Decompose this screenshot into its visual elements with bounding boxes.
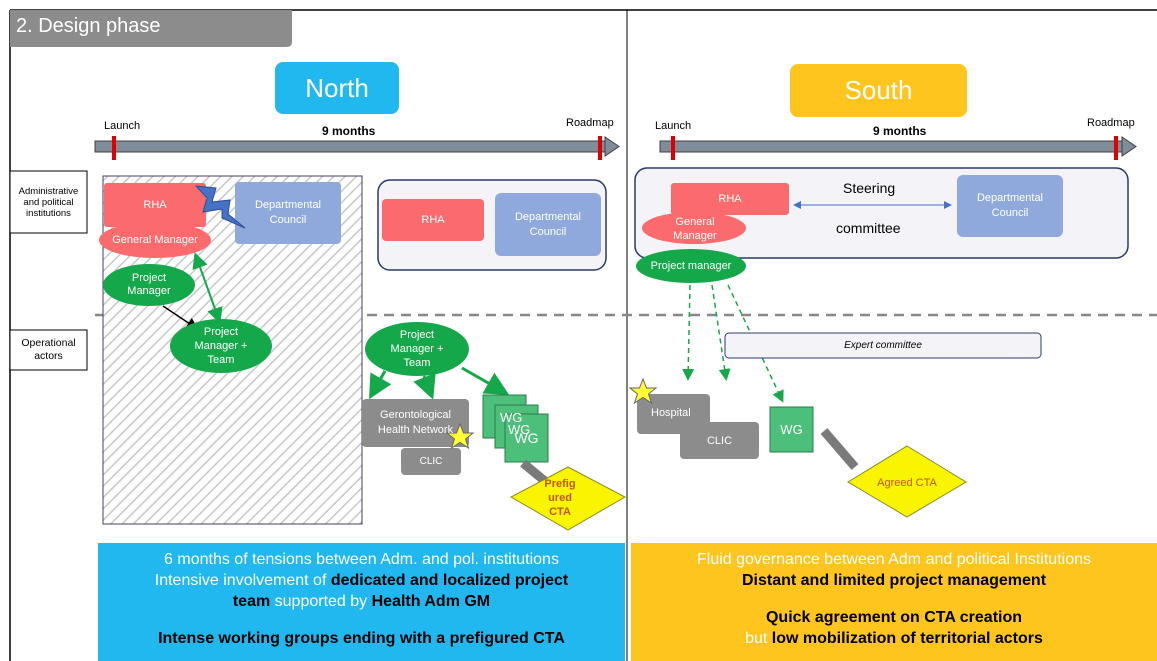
south-steering-label: Steering (843, 180, 896, 196)
south-hospital-label: Hospital (651, 407, 691, 419)
south-clic-label: CLIC (706, 434, 733, 447)
north-general-manager-label: General Manager (112, 234, 198, 246)
admin-row-box (9, 170, 88, 234)
north-pm-team-1-label: Project Manager + Team (194, 326, 248, 366)
north-wg-mid-label: WG (508, 422, 531, 437)
operational-row-label: Operational actors (21, 337, 76, 362)
north-project-manager-label: Project Manager (127, 272, 171, 297)
north-summary-line4: Intense working groups ending with a pre… (158, 630, 565, 647)
north-roadmap-label: Roadmap (566, 117, 614, 129)
north-network-box (362, 399, 469, 447)
north-council-right-box (495, 193, 601, 256)
operational-row-box (9, 329, 88, 371)
south-grey-arrow (820, 428, 859, 470)
south-clic-box (680, 422, 759, 459)
south-summary-line4-b: low mobilization of territorial actors (771, 630, 1043, 647)
lightning-icon (194, 185, 246, 229)
south-header-box (790, 64, 967, 117)
south-arrow-clic (711, 284, 731, 381)
north-summary-line2-b: dedicated and localized project (330, 572, 569, 589)
north-arrow-to-wg (461, 366, 510, 395)
north-pm-team-2-label: Project Manager + Team (390, 329, 444, 369)
page-title: 2. Design phase (16, 15, 161, 37)
north-summary-line2: Intensive involvement of dedicated and l… (98, 570, 625, 591)
north-grey-arrow (520, 459, 549, 486)
south-project-manager-ellipse (636, 249, 746, 283)
north-project-manager-ellipse (103, 264, 195, 306)
north-header-box (275, 62, 399, 114)
north-arrow-to-network-2 (413, 372, 436, 400)
south-duration-label: 9 months (873, 124, 927, 138)
south-council-label: Departmental Council (976, 192, 1044, 219)
south-roadmap-label: Roadmap (1087, 117, 1135, 129)
south-summary-line2: Distant and limited project management (741, 572, 1047, 589)
north-wg-front-box (504, 413, 549, 463)
south-summary-line3: Quick agreement on CTA creation (765, 609, 1023, 626)
title-tab (10, 10, 292, 47)
south-summary-line4-a: but (745, 630, 772, 647)
south-arrow-hospital (682, 284, 695, 381)
south-cta-diamond (847, 445, 967, 518)
south-star-icon (628, 377, 658, 405)
admin-row-label: Administrative and political institution… (18, 185, 79, 219)
north-network-label: Gerontological Health Network (377, 409, 454, 436)
north-clic-label: CLIC (419, 456, 443, 467)
north-header-label: North (305, 72, 369, 103)
south-project-manager-label: Project manager (650, 259, 732, 272)
north-wg-back-label: WG (500, 410, 523, 425)
south-launch-label: Launch (655, 120, 692, 132)
north-summary-line2-a: Intensive involvement of (154, 572, 331, 589)
north-council-left-box (235, 182, 341, 244)
south-committee-label: committee (836, 220, 901, 236)
south-timeline (659, 136, 1137, 160)
north-summary: 6 months of tensions between Adm. and po… (98, 549, 625, 649)
south-expert-committee-label: Expert committee (844, 340, 922, 351)
south-rha-label: RHA (718, 193, 742, 205)
south-council-box (957, 175, 1063, 237)
south-summary: Fluid governance between Adm and politic… (631, 549, 1157, 649)
north-bidirectional-arrow (192, 252, 223, 324)
south-general-manager-label: General Manager (673, 216, 717, 242)
north-council-right-label: Departmental Council (514, 210, 582, 238)
south-wg-label: WG (780, 422, 803, 437)
north-cta-diamond (509, 466, 627, 531)
north-wg-front-label: WG (514, 430, 539, 446)
north-rha-left-label: RHA (143, 199, 167, 211)
north-launch-label: Launch (104, 120, 141, 132)
south-summary-panel (631, 543, 1157, 661)
north-rha-left-box (104, 183, 206, 227)
north-summary-line3: team supported by Health Adm GM (98, 591, 625, 612)
south-rha-box (671, 183, 789, 215)
south-header-label: South (844, 75, 913, 105)
north-summary-line3-b: supported by (270, 593, 372, 610)
north-council-left-label: Departmental Council (254, 199, 322, 226)
south-general-manager-ellipse (642, 212, 746, 244)
north-summary-panel (98, 543, 625, 661)
north-summary-line3-a: team (232, 593, 271, 610)
north-pm-team-1-ellipse (170, 319, 272, 373)
south-expert-committee-box (724, 332, 1042, 359)
north-rha-right-label: RHA (421, 214, 445, 226)
north-star-icon (445, 422, 475, 450)
north-duration-label: 9 months (322, 124, 376, 138)
south-cta-label: Agreed CTA (877, 477, 937, 489)
north-clic-box (401, 448, 461, 475)
south-summary-line1: Fluid governance between Adm and politic… (696, 551, 1091, 568)
north-cta-label: Prefig ured CTA (544, 478, 576, 518)
north-general-manager-ellipse (99, 222, 211, 258)
north-summary-line3-c: Health Adm GM (371, 593, 491, 610)
north-rha-right-box (382, 199, 484, 241)
north-timeline (94, 136, 620, 160)
north-arrow-to-network (369, 370, 392, 400)
north-pm-team-2-ellipse (365, 322, 469, 376)
north-summary-line1: 6 months of tensions between Adm. and po… (164, 551, 559, 568)
south-wg-box (769, 406, 814, 453)
north-black-arrow (162, 305, 199, 330)
south-summary-line4: but low mobilization of territorial acto… (631, 628, 1157, 649)
